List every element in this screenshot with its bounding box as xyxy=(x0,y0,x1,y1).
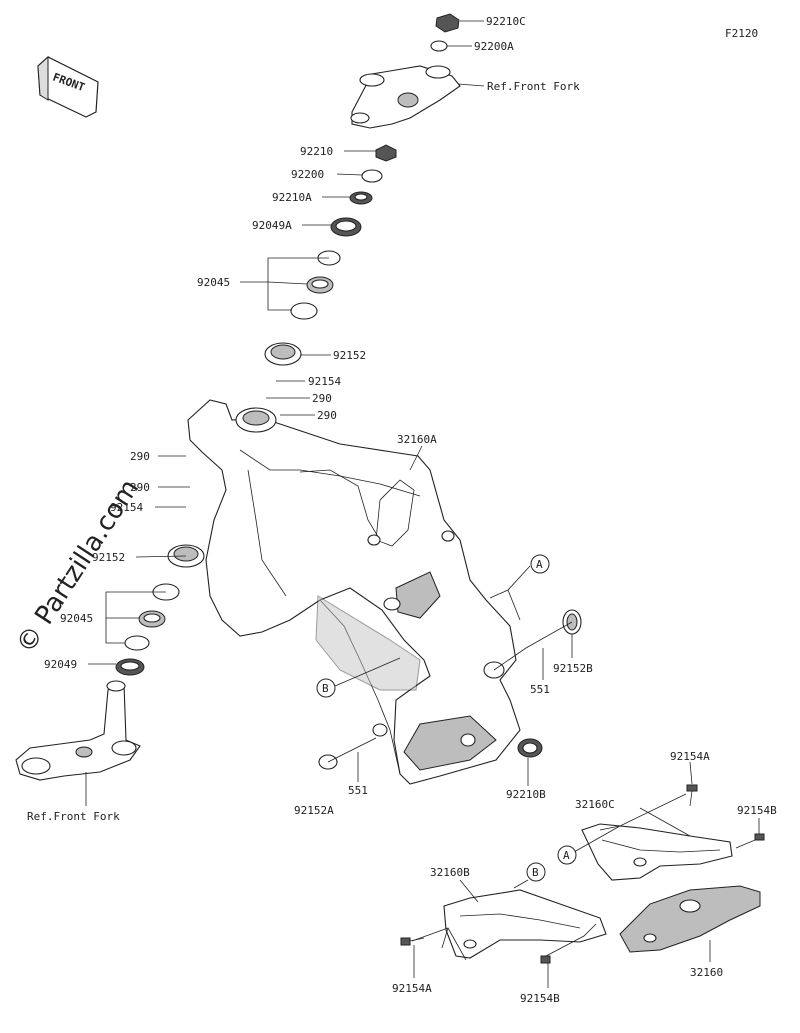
top-nut-92210c xyxy=(435,13,460,33)
callout-92045-top: 92045 xyxy=(197,276,230,289)
bearing-92045-upper xyxy=(290,250,341,320)
front-direction-icon: FRONT xyxy=(37,55,99,118)
callout-92210b: 92210B xyxy=(506,788,546,801)
callout-92154a-top: 92154A xyxy=(670,750,710,763)
bearing-92045-lower xyxy=(124,583,180,651)
race-92152-upper xyxy=(264,342,302,366)
callout-92152a: 92152A xyxy=(294,804,334,817)
main-frame-32160a xyxy=(187,399,521,785)
diagram-code: F2120 xyxy=(725,27,758,40)
bolt-92154b-bottom xyxy=(540,955,551,964)
callout-32160a: 32160A xyxy=(397,433,437,446)
ref-letter-b-main: B xyxy=(322,682,329,695)
seal-92049a xyxy=(330,217,362,237)
callout-290-d: 290 xyxy=(130,481,150,494)
seal-92210b xyxy=(517,738,543,758)
seal-92049 xyxy=(115,658,145,676)
bolt-92154a-bottom xyxy=(400,937,425,946)
bolt-92154b-top xyxy=(754,833,765,841)
leader-lines xyxy=(85,20,760,988)
bolt-92154a-top xyxy=(686,784,698,807)
callout-92210a: 92210A xyxy=(272,191,312,204)
callout-290-b: 290 xyxy=(317,409,337,422)
callout-92152b: 92152B xyxy=(553,662,593,675)
callout-92154b-bottom: 92154B xyxy=(520,992,560,1005)
callout-ref-front-fork-bottom: Ref.Front Fork xyxy=(27,810,120,823)
ref-letter-b-sub: B xyxy=(532,866,539,879)
callout-32160: 32160 xyxy=(690,966,723,979)
callout-551-bottom: 551 xyxy=(348,784,368,797)
bracket-32160b xyxy=(443,889,607,959)
reference-circle-a-main: A xyxy=(530,554,550,574)
washer-92200 xyxy=(361,169,383,183)
callout-290-c: 290 xyxy=(130,450,150,463)
callout-92152-left: 92152 xyxy=(92,551,125,564)
nut-92210a xyxy=(349,191,373,205)
race-92152-lower xyxy=(167,544,205,568)
callout-32160b: 32160B xyxy=(430,866,470,879)
callout-92049a: 92049A xyxy=(252,219,292,232)
callout-92154-a: 92154 xyxy=(308,375,341,388)
callout-92210: 92210 xyxy=(300,145,333,158)
nut-92210 xyxy=(375,144,397,162)
reference-circle-a-sub: A xyxy=(557,845,577,865)
lower-triple-clamp-stem xyxy=(15,680,141,781)
callout-92154a-bottom: 92154A xyxy=(392,982,432,995)
washer-92200a xyxy=(430,40,448,52)
callout-92152-top: 92152 xyxy=(333,349,366,362)
callout-32160c: 32160C xyxy=(575,798,615,811)
callout-92200a: 92200A xyxy=(474,40,514,53)
bracket-32160c xyxy=(581,823,733,881)
reference-circle-b-sub: B xyxy=(526,862,546,882)
callout-290-a: 290 xyxy=(312,392,332,405)
upper-triple-clamp xyxy=(350,65,461,129)
callout-92200: 92200 xyxy=(291,168,324,181)
ref-letter-a-main: A xyxy=(536,558,543,571)
callout-92210c: 92210C xyxy=(486,15,526,28)
callout-551-right: 551 xyxy=(530,683,550,696)
reference-circle-b-main: B xyxy=(316,678,336,698)
callout-92154b-top: 92154B xyxy=(737,804,777,817)
callout-92049: 92049 xyxy=(44,658,77,671)
ref-letter-a-sub: A xyxy=(563,849,570,862)
callout-ref-front-fork-top: Ref.Front Fork xyxy=(487,80,580,93)
bracket-32160 xyxy=(619,885,761,953)
callout-92045-left: 92045 xyxy=(60,612,93,625)
callout-92154-b: 92154 xyxy=(110,501,143,514)
